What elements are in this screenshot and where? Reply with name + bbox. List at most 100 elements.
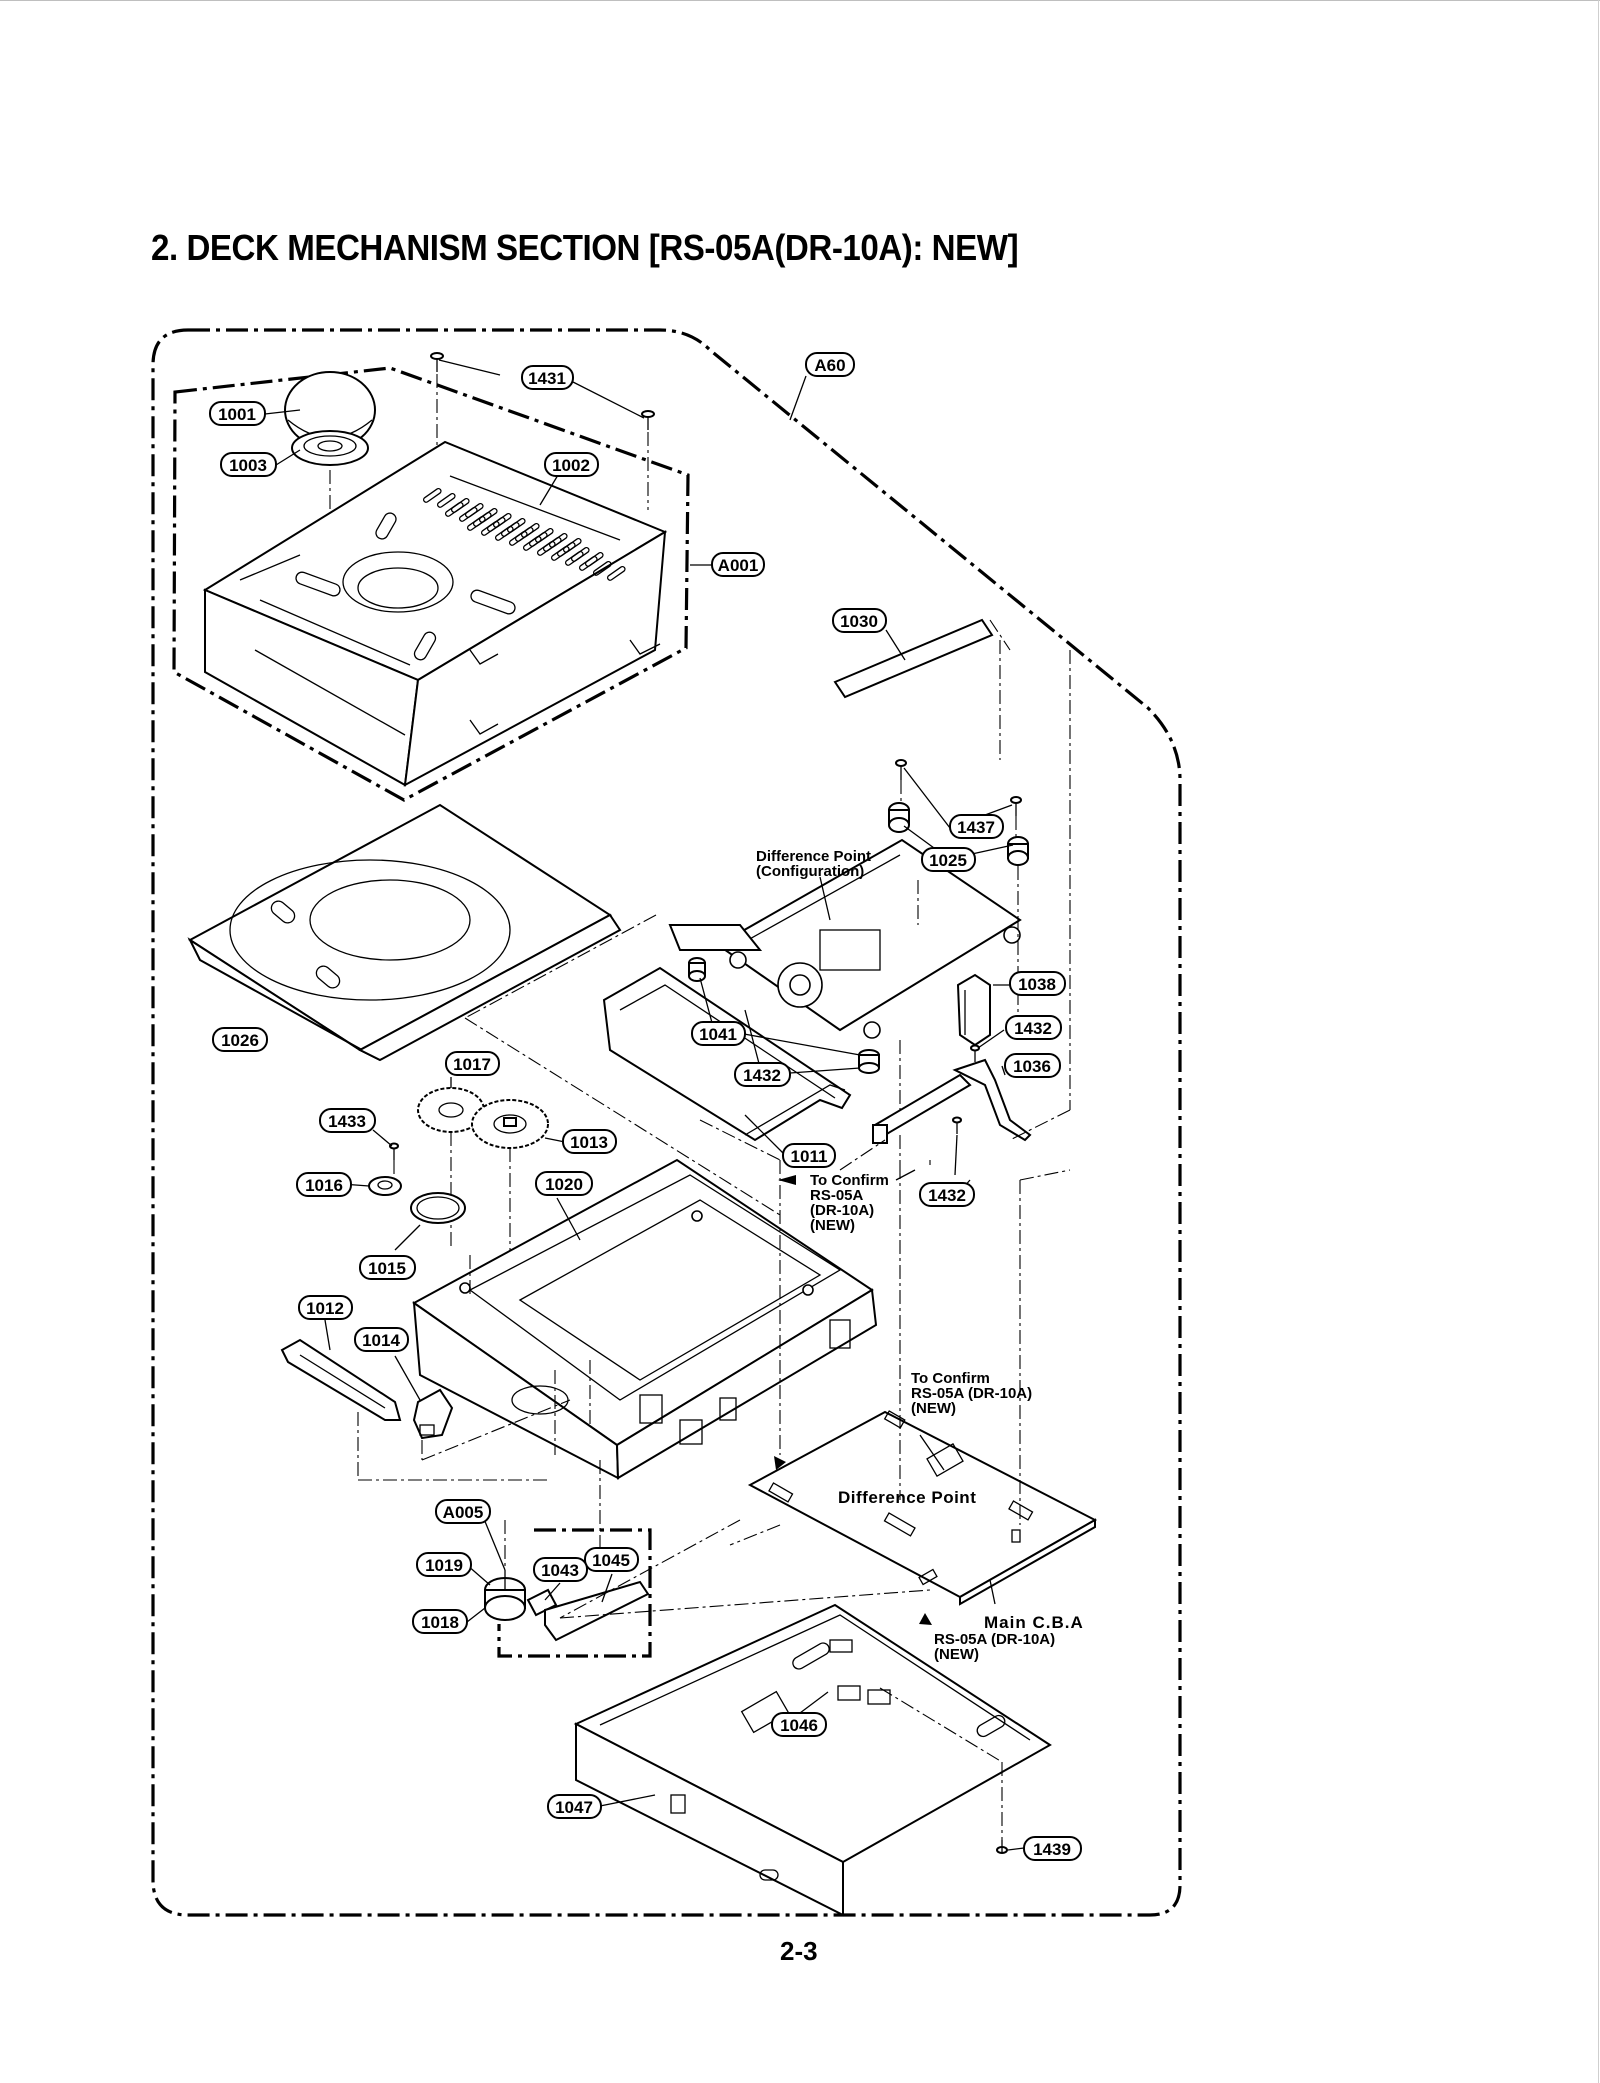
label-1002: 1002 (544, 452, 599, 477)
svg-text:1432: 1432 (1014, 1019, 1052, 1038)
vent-slot (436, 492, 456, 508)
svg-text:1014: 1014 (362, 1331, 400, 1350)
svg-text:1038: 1038 (1018, 975, 1056, 994)
svg-text:1432: 1432 (928, 1186, 966, 1205)
part-1002-top-cover (202, 440, 668, 787)
svg-text:1045: 1045 (592, 1551, 630, 1570)
label-1013: 1013 (562, 1129, 617, 1154)
vent-slot (522, 535, 542, 551)
label-1437: 1437 (949, 814, 1004, 839)
label-1012: 1012 (298, 1295, 353, 1320)
vent-slot (422, 487, 442, 503)
screw-1432-a (970, 1044, 980, 1062)
arrow-to-confirm-2 (774, 1456, 786, 1470)
label-1439: 1439 (1023, 1836, 1082, 1861)
label-1030: 1030 (832, 608, 887, 633)
label-1046: 1046 (771, 1712, 827, 1737)
vent-slot (444, 501, 464, 517)
part-1011-pickup-frame (602, 966, 852, 1142)
screw-1439 (996, 1840, 1008, 1854)
part-1038-bracket (956, 973, 991, 1047)
note-to-confirm-lower: To Confirm RS-05A (DR-10A) (NEW) (911, 1370, 1032, 1417)
vent-slot (606, 565, 626, 581)
screw-1433 (389, 1142, 399, 1160)
screw-1432-b (952, 1116, 962, 1134)
svg-text:1003: 1003 (229, 456, 267, 475)
svg-text:1043: 1043 (541, 1561, 579, 1580)
svg-text:(NEW): (NEW) (911, 1400, 956, 1417)
svg-text:(NEW): (NEW) (810, 1217, 855, 1234)
label-a001: A001 (711, 552, 765, 577)
label-1043: 1043 (533, 1557, 588, 1582)
assembly-boundary-a001 (172, 366, 690, 802)
svg-text:A60: A60 (814, 356, 845, 375)
part-1030-flex-cable (833, 618, 994, 699)
svg-text:1036: 1036 (1013, 1057, 1051, 1076)
cover-vent-slots (422, 487, 626, 581)
label-1038: 1038 (1009, 971, 1066, 996)
part-1045-cable (544, 1580, 650, 1642)
part-1012-slider (280, 1338, 402, 1421)
svg-text:To Confirm: To Confirm (911, 1370, 990, 1387)
top-border (0, 0, 1600, 1)
note-main-cba: Main C.B.A RS-05A (DR-10A) (NEW) (934, 1613, 1084, 1663)
svg-text:A005: A005 (443, 1503, 484, 1522)
right-border (1598, 0, 1599, 2083)
svg-text:1013: 1013 (570, 1133, 608, 1152)
svg-text:1026: 1026 (221, 1031, 259, 1050)
svg-text:(Configuration): (Configuration) (756, 863, 864, 880)
svg-text:1020: 1020 (545, 1175, 583, 1194)
screw-1431-a (430, 352, 444, 372)
svg-text:1018: 1018 (421, 1613, 459, 1632)
label-a005: A005 (435, 1499, 491, 1524)
part-1041-foot-a (688, 957, 706, 982)
note-to-confirm-upper: To Confirm RS-05A (DR-10A) (NEW) (810, 1172, 889, 1234)
part-pickup-base-unit (716, 838, 1022, 1039)
label-1025: 1025 (921, 847, 976, 872)
svg-text:1041: 1041 (699, 1025, 737, 1044)
label-1018: 1018 (412, 1609, 468, 1634)
section-title: 2. DECK MECHANISM SECTION [RS-05A(DR-10A… (151, 227, 1019, 268)
svg-text:1431: 1431 (528, 369, 566, 388)
flex-cable-to-pickup (668, 924, 763, 951)
page-number: 2-3 (780, 1936, 818, 1966)
svg-text:1016: 1016 (305, 1176, 343, 1195)
screw-1437-a (895, 759, 907, 780)
part-main-cba-board (747, 1410, 1098, 1606)
svg-text:1030: 1030 (840, 612, 878, 631)
damper-1025-b (1007, 836, 1029, 866)
arrow-to-confirm-1 (778, 1175, 796, 1185)
svg-text:To Confirm: To Confirm (810, 1172, 889, 1189)
label-1016: 1016 (296, 1172, 352, 1197)
damper-1025-a (888, 802, 910, 833)
vent-slot (458, 506, 478, 522)
svg-text:1439: 1439 (1033, 1840, 1071, 1859)
screw-1431-b (641, 410, 655, 430)
svg-text:Main C.B.A: Main C.B.A (984, 1613, 1084, 1632)
svg-text:1002: 1002 (552, 456, 590, 475)
svg-text:RS-05A (DR-10A): RS-05A (DR-10A) (934, 1631, 1055, 1648)
label-1433: 1433 (319, 1108, 376, 1133)
label-1432-c: 1432 (919, 1182, 975, 1207)
part-1016-pulley (368, 1176, 402, 1196)
label-1045: 1045 (584, 1547, 639, 1572)
label-1026: 1026 (212, 1027, 268, 1052)
vent-slot (494, 525, 514, 541)
vent-slot (578, 555, 598, 571)
part-1013-gear (471, 1099, 549, 1149)
svg-text:1046: 1046 (780, 1716, 818, 1735)
svg-text:1025: 1025 (929, 851, 967, 870)
assembly-boundary-a60 (151, 328, 1182, 1917)
label-1431: 1431 (521, 365, 574, 390)
vent-slot (480, 520, 500, 536)
svg-text:1432: 1432 (743, 1066, 781, 1085)
svg-text:1015: 1015 (368, 1259, 406, 1278)
vent-slot (536, 540, 556, 556)
label-1019: 1019 (416, 1552, 472, 1577)
arrow-main-cba (919, 1613, 932, 1625)
label-a60: A60 (805, 352, 855, 377)
vent-slot (508, 530, 528, 546)
label-1003: 1003 (220, 452, 277, 477)
vent-slot (592, 560, 612, 576)
